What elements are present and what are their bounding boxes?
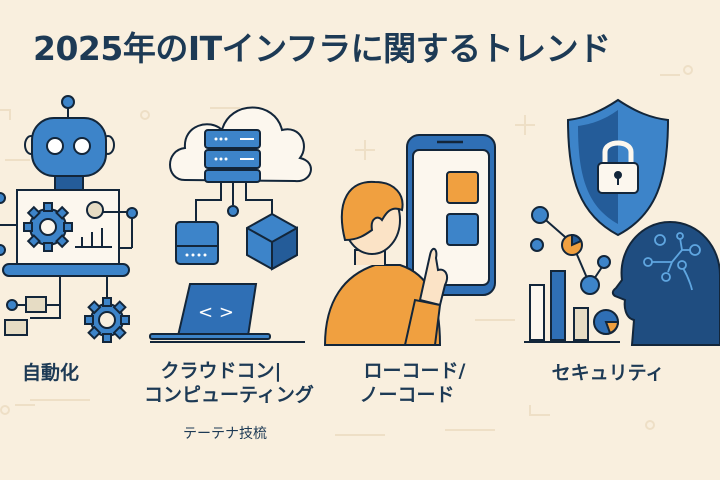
ai-head-icon <box>611 220 720 346</box>
background-decoration <box>0 65 693 436</box>
page-title: 2025年のITインフラに関するトレンド <box>33 29 611 68</box>
label-cloud-line2: コンピューティング <box>144 384 314 406</box>
analytics-chart-icon <box>524 206 620 343</box>
label-lowcode-line2: ノーコード <box>359 384 455 406</box>
lowcode-person-phone-icon <box>323 134 496 346</box>
security-shield-icon <box>566 98 670 237</box>
label-cloud-line1: クラウドコン| <box>160 360 282 382</box>
label-cloud-sub: テーテナ技梳 <box>183 426 267 442</box>
code-brackets-icon: < > <box>198 302 234 323</box>
label-lowcode-line1: ローコード/ <box>363 360 466 382</box>
label-automation: 自動化 <box>22 362 80 384</box>
robot-automation-icon <box>0 95 138 343</box>
cloud-computing-icon: < > <box>149 106 312 343</box>
label-security: セキュリティ <box>551 362 665 384</box>
